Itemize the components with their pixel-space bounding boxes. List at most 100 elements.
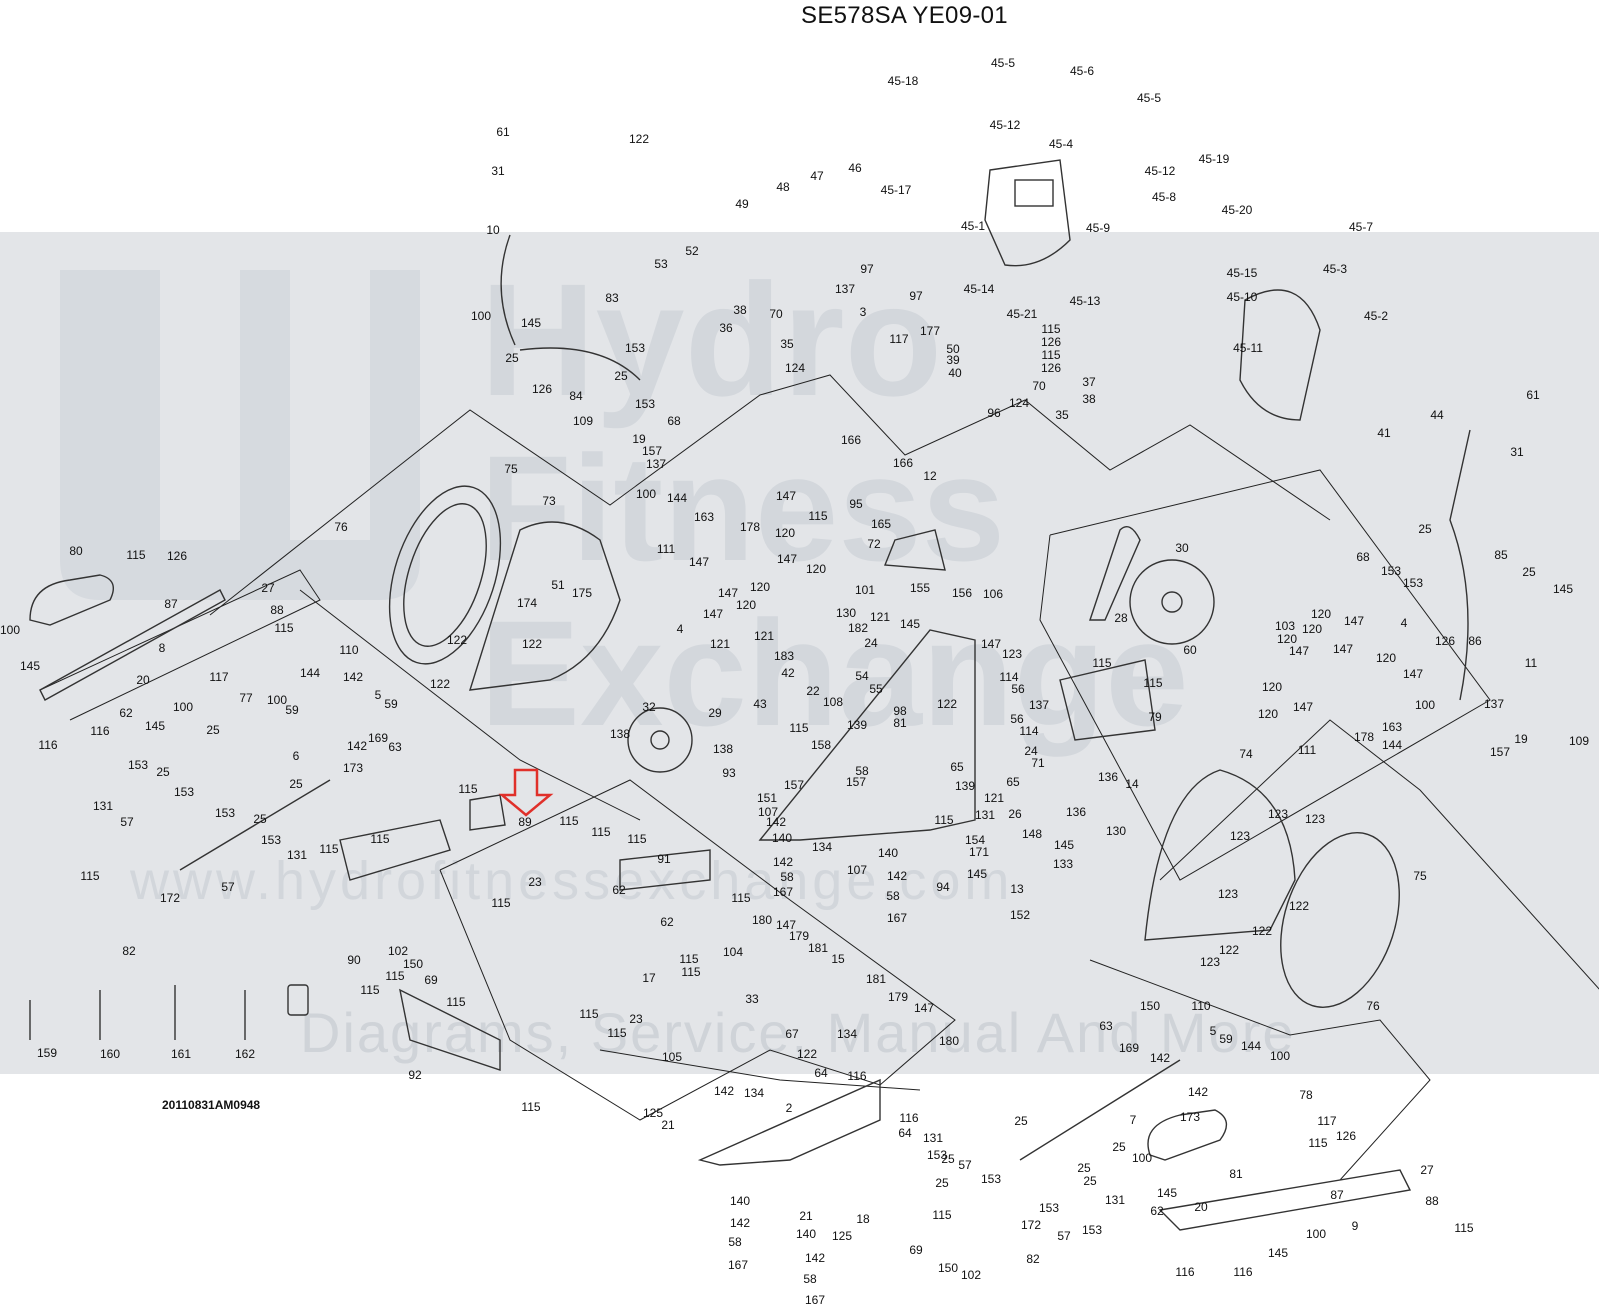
part-label-175: 175 <box>572 586 592 600</box>
part-label-115: 115 <box>731 891 750 905</box>
part-label-43: 43 <box>753 697 767 711</box>
part-label-45-15: 45-15 <box>1227 266 1258 280</box>
part-label-144: 144 <box>1241 1039 1261 1053</box>
part-label-126: 126 <box>1336 1129 1356 1143</box>
part-label-126: 126 <box>1041 361 1061 375</box>
part-label-116: 116 <box>847 1069 866 1083</box>
part-callouts: 45-1845-545-645-1245-445-545-1245-1945-1… <box>0 56 1589 1307</box>
part-label-42: 42 <box>781 666 795 680</box>
part-label-116: 116 <box>38 738 57 752</box>
part-label-179: 179 <box>789 929 809 943</box>
part-label-145: 145 <box>900 617 920 631</box>
part-label-153: 153 <box>128 758 148 772</box>
part-label-115: 115 <box>1308 1136 1327 1150</box>
part-label-115: 115 <box>521 1100 540 1114</box>
part-label-115: 115 <box>932 1208 951 1222</box>
part-label-90: 90 <box>347 953 361 967</box>
part-label-147: 147 <box>914 1001 934 1015</box>
belt-28 <box>1089 526 1141 621</box>
part-label-58: 58 <box>855 764 869 778</box>
part-label-155: 155 <box>910 581 930 595</box>
part-label-45-4: 45-4 <box>1049 137 1073 151</box>
part-label-45-12: 45-12 <box>1145 164 1176 178</box>
part-label-133: 133 <box>1053 857 1073 871</box>
cover-90 <box>339 819 451 881</box>
part-label-147: 147 <box>689 555 709 569</box>
pedal-80 <box>29 574 114 626</box>
part-label-51: 51 <box>551 578 565 592</box>
part-label-120: 120 <box>750 580 770 594</box>
part-label-109: 109 <box>573 414 593 428</box>
part-label-182: 182 <box>848 621 868 635</box>
part-label-100: 100 <box>173 700 193 714</box>
part-label-58: 58 <box>728 1235 742 1249</box>
part-label-161: 161 <box>171 1047 191 1061</box>
part-label-21: 21 <box>799 1209 813 1223</box>
part-label-18: 18 <box>856 1212 870 1226</box>
part-label-25: 25 <box>289 777 303 791</box>
part-label-142: 142 <box>714 1084 734 1098</box>
pulley-60 <box>1129 559 1215 645</box>
part-label-115: 115 <box>1454 1221 1473 1235</box>
part-label-163: 163 <box>1382 720 1402 734</box>
part-label-7: 7 <box>1130 1113 1137 1127</box>
part-label-21: 21 <box>661 1118 675 1132</box>
part-label-23: 23 <box>629 1012 643 1026</box>
part-label-10: 10 <box>486 223 500 237</box>
part-label-160: 160 <box>100 1047 120 1061</box>
part-label-101: 101 <box>855 583 875 597</box>
part-label-150: 150 <box>938 1261 958 1275</box>
part-label-137: 137 <box>1484 697 1504 711</box>
part-label-157: 157 <box>784 778 804 792</box>
cover-91 <box>619 849 711 891</box>
part-label-91: 91 <box>657 852 671 866</box>
part-label-140: 140 <box>772 831 792 845</box>
part-label-25: 25 <box>935 1176 949 1190</box>
part-label-65: 65 <box>1006 775 1020 789</box>
part-label-107: 107 <box>758 805 778 819</box>
part-label-123: 123 <box>1268 807 1288 821</box>
part-label-109: 109 <box>1569 734 1589 748</box>
part-label-97: 97 <box>909 289 923 303</box>
part-label-130: 130 <box>836 606 856 620</box>
part-label-25: 25 <box>1083 1174 1097 1188</box>
part-label-37: 37 <box>1082 375 1096 389</box>
part-label-157: 157 <box>642 444 662 458</box>
part-label-136: 136 <box>1098 770 1118 784</box>
part-label-97: 97 <box>860 262 874 276</box>
part-label-81: 81 <box>1229 1167 1243 1181</box>
part-label-147: 147 <box>1344 614 1364 628</box>
console-45-1 <box>984 159 1071 267</box>
part-label-174: 174 <box>517 596 537 610</box>
part-label-84: 84 <box>569 389 583 403</box>
cover-92 <box>399 988 501 1071</box>
part-label-59: 59 <box>285 703 299 717</box>
part-label-58: 58 <box>886 889 900 903</box>
part-label-56: 56 <box>1010 712 1024 726</box>
part-label-45-1: 45-1 <box>961 219 985 233</box>
watermark-tagline: Diagrams, Service, Manual And More <box>300 1001 1296 1064</box>
part-label-45-3: 45-3 <box>1323 262 1347 276</box>
part-label-142: 142 <box>1188 1085 1208 1099</box>
part-label-151: 151 <box>757 791 777 805</box>
part-label-156: 156 <box>952 586 972 600</box>
part-label-58: 58 <box>803 1272 817 1286</box>
part-label-25: 25 <box>1522 565 1536 579</box>
part-label-45-17: 45-17 <box>881 183 912 197</box>
part-label-131: 131 <box>93 799 113 813</box>
part-label-59: 59 <box>1219 1032 1233 1046</box>
part-label-45-10: 45-10 <box>1227 290 1258 304</box>
part-label-25: 25 <box>206 723 220 737</box>
part-label-28: 28 <box>1114 611 1128 625</box>
part-label-139: 139 <box>847 718 867 732</box>
part-label-158: 158 <box>811 738 831 752</box>
part-label-147: 147 <box>777 552 797 566</box>
watermark-logo: Hydro Fitness Exchange <box>60 250 1189 757</box>
part-label-115: 115 <box>385 969 404 983</box>
part-label-147: 147 <box>718 586 738 600</box>
components <box>29 159 1471 1231</box>
part-label-38: 38 <box>733 303 747 317</box>
part-label-150: 150 <box>1140 999 1160 1013</box>
part-label-57: 57 <box>1057 1229 1071 1243</box>
